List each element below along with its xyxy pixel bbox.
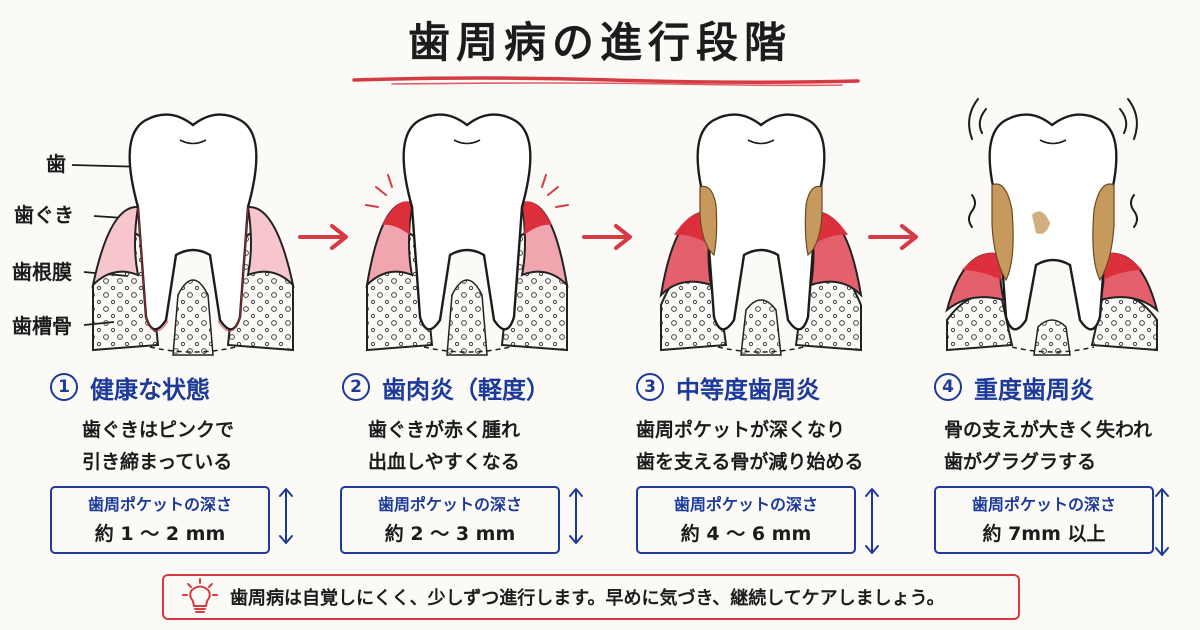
desc-line: 骨の支えが大きく失われ bbox=[944, 419, 1153, 441]
pocket-label: 歯周ポケットの深さ bbox=[673, 495, 818, 514]
pocket-label: 歯周ポケットの深さ bbox=[87, 495, 232, 514]
desc-line: 歯ぐきはピンクで bbox=[82, 419, 235, 441]
double-arrow-icon bbox=[279, 488, 293, 544]
label-gum: 歯ぐき bbox=[14, 203, 74, 227]
pocket-label: 歯周ポケットの深さ bbox=[377, 495, 522, 514]
stage-title-severe: 4 重度歯周炎 bbox=[934, 370, 1094, 404]
stage-title-text: 重度歯周炎 bbox=[974, 375, 1094, 404]
arrow-right-icon bbox=[582, 224, 632, 250]
double-arrow-icon bbox=[1155, 488, 1169, 556]
label-tooth: 歯 bbox=[46, 152, 66, 176]
desc-line: 歯がグラグラする bbox=[944, 451, 1097, 473]
tooth-illustration-healthy bbox=[91, 113, 295, 356]
desc-line: 歯を支える骨が減り始める bbox=[636, 451, 864, 473]
tip-note: 歯周病は自覚しにくく、少しずつ進行します。早めに気づき、継続してケアしましょう。 bbox=[162, 574, 1020, 620]
double-arrow-icon bbox=[569, 488, 583, 544]
pocket-depth-box-healthy: 歯周ポケットの深さ 約 1 〜 2 mm bbox=[50, 486, 270, 554]
stage-title-moderate: 3 中等度歯周炎 bbox=[636, 370, 820, 404]
stage-number: 3 bbox=[636, 373, 664, 401]
label-bone: 歯槽骨 bbox=[12, 314, 72, 338]
stage-title-gingivitis: 2 歯肉炎（軽度） bbox=[342, 370, 550, 404]
desc-line: 出血しやすくなる bbox=[368, 451, 520, 473]
title-underline bbox=[352, 76, 860, 87]
tip-text: 歯周病は自覚しにくく、少しずつ進行します。早めに気づき、継続してケアしましょう。 bbox=[230, 588, 945, 609]
pocket-value: 約 1 〜 2 mm bbox=[94, 523, 226, 545]
pocket-depth-box-moderate: 歯周ポケットの深さ 約 4 〜 6 mm bbox=[636, 486, 856, 554]
pocket-depth-box-gingivitis: 歯周ポケットの深さ 約 2 〜 3 mm bbox=[340, 486, 560, 554]
page-title: 歯周病の進行段階 bbox=[407, 18, 792, 67]
pocket-depth-box-severe: 歯周ポケットの深さ 約 7mm 以上 bbox=[934, 486, 1154, 554]
stage-desc-moderate: 歯周ポケットが深くなり 歯を支える骨が減り始める bbox=[636, 414, 863, 478]
pocket-label: 歯周ポケットの深さ bbox=[971, 495, 1116, 514]
tooth-illustration-moderate bbox=[659, 113, 863, 356]
tooth-illustration-severe bbox=[945, 98, 1159, 356]
double-arrow-icon bbox=[865, 488, 879, 554]
stage-desc-healthy: 歯ぐきはピンクで 引き締まっている bbox=[82, 414, 234, 478]
stage-title-text: 歯肉炎（軽度） bbox=[382, 375, 550, 404]
stage-desc-gingivitis: 歯ぐきが赤く腫れ 出血しやすくなる bbox=[368, 414, 520, 478]
tooth-illustration-gingivitis bbox=[365, 113, 569, 356]
pocket-value: 約 7mm 以上 bbox=[982, 523, 1106, 545]
arrow-right-icon bbox=[298, 224, 348, 250]
stage-desc-severe: 骨の支えが大きく失われ 歯がグラグラする bbox=[944, 414, 1152, 478]
stage-title-text: 中等度歯周炎 bbox=[676, 375, 820, 404]
desc-line: 歯周ポケットが深くなり bbox=[636, 419, 846, 441]
stage-title-text: 健康な状態 bbox=[90, 375, 210, 404]
pocket-value: 約 2 〜 3 mm bbox=[384, 523, 516, 545]
stage-number: 2 bbox=[342, 373, 370, 401]
stage-number: 1 bbox=[50, 373, 78, 401]
desc-line: 歯ぐきが赤く腫れ bbox=[368, 419, 521, 441]
stage-number: 4 bbox=[934, 373, 962, 401]
lightbulb-icon bbox=[182, 578, 218, 613]
stage-title-healthy: 1 健康な状態 bbox=[50, 370, 210, 404]
label-ligament: 歯根膜 bbox=[12, 260, 72, 284]
pocket-value: 約 4 〜 6 mm bbox=[680, 523, 812, 545]
desc-line: 引き締まっている bbox=[82, 451, 233, 473]
arrow-right-icon bbox=[868, 224, 918, 250]
